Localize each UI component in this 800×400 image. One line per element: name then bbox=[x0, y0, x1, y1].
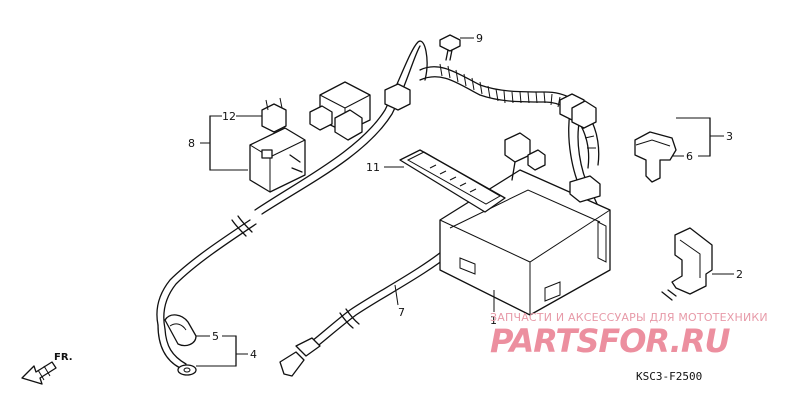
callout-2: 2 bbox=[736, 268, 743, 281]
watermark-tagline: ЗАПЧАСТИ И АКСЕССУАРЫ ДЛЯ МОТОТЕХНИКИ bbox=[490, 311, 768, 324]
holder-part-3: 6 3 bbox=[634, 117, 733, 183]
callout-8: 8 bbox=[188, 137, 195, 150]
diagram-code: KSC3-F2500 bbox=[636, 370, 702, 383]
callout-11: 11 bbox=[366, 161, 380, 174]
callout-6: 6 bbox=[686, 150, 693, 163]
callout-9: 9 bbox=[476, 32, 483, 45]
direction-label: FR. bbox=[54, 352, 73, 363]
front-direction-arrow: FR. bbox=[21, 352, 73, 385]
relay-part-8: 8 12 bbox=[188, 97, 306, 193]
watermark: ЗАПЧАСТИ И АКСЕССУАРЫ ДЛЯ МОТОТЕХНИКИ PA… bbox=[490, 311, 768, 360]
wire-harness bbox=[254, 40, 603, 225]
callout-7: 7 bbox=[398, 306, 405, 319]
callout-3: 3 bbox=[726, 130, 733, 143]
ground-cable-part-4: 5 4 bbox=[156, 215, 257, 376]
bracket-part-2: 2 bbox=[661, 227, 743, 301]
callout-4: 4 bbox=[250, 348, 257, 361]
callout-12: 12 bbox=[222, 110, 236, 123]
callout-5: 5 bbox=[212, 330, 219, 343]
battery-part-1: 1 bbox=[439, 132, 611, 327]
callout-1: 1 bbox=[490, 314, 497, 327]
battery-band-part-11: 11 bbox=[366, 149, 506, 213]
bolt-part-9: 9 bbox=[439, 32, 483, 61]
watermark-logo: PARTSFOR.RU bbox=[490, 322, 730, 360]
cable-part-7: 7 bbox=[279, 244, 457, 377]
